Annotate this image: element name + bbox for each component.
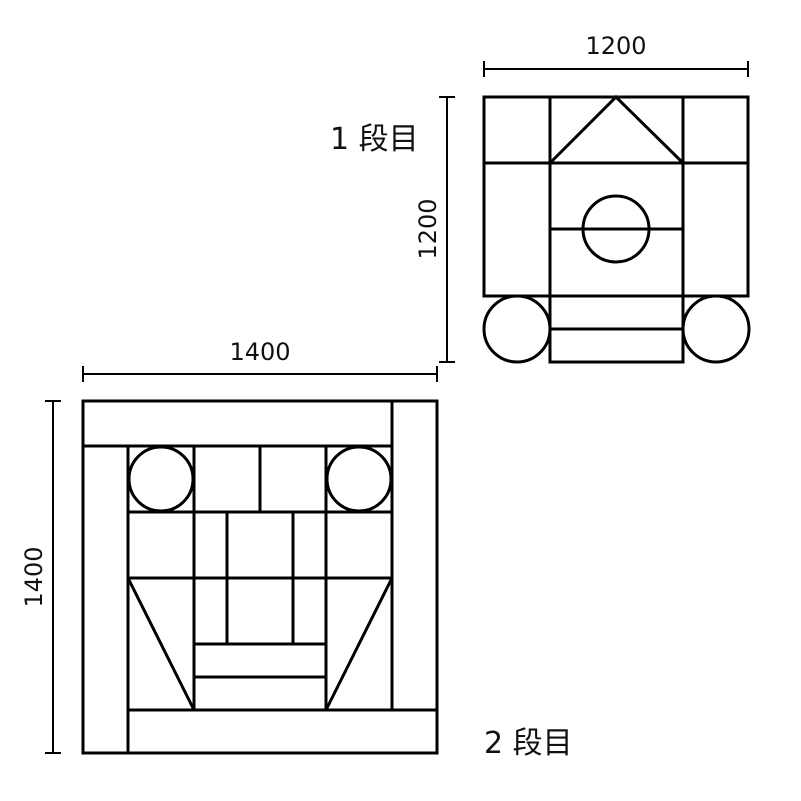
tier2-width-dimension	[82, 366, 438, 382]
tier2-left-triangle-edge	[126, 577, 196, 711]
tier1-width-dimension	[483, 61, 749, 77]
tier1-center-cylinder	[581, 194, 651, 264]
tier2-right-triangle-edge	[324, 577, 394, 711]
tier1-triangle-block	[548, 94, 685, 165]
tier1-title: 1 段目	[330, 122, 419, 157]
tier1-group	[439, 61, 751, 364]
tier2-height-label: 1400	[20, 546, 48, 607]
tier2-group	[45, 366, 439, 755]
tier1-left-cylinder	[482, 294, 552, 364]
tier1-height-dimension	[439, 96, 455, 363]
tier2-right-cylinder	[325, 445, 393, 513]
tier1-height-label: 1200	[414, 198, 442, 259]
tier2-height-dimension	[45, 400, 61, 754]
tier2-outer-frame	[81, 399, 439, 755]
tier2-left-cylinder	[127, 445, 195, 513]
tier1-width-label: 1200	[585, 32, 646, 60]
tier2-title: 2 段目	[484, 726, 573, 761]
tier2-width-label: 1400	[229, 338, 290, 366]
tier1-right-cylinder	[681, 294, 751, 364]
